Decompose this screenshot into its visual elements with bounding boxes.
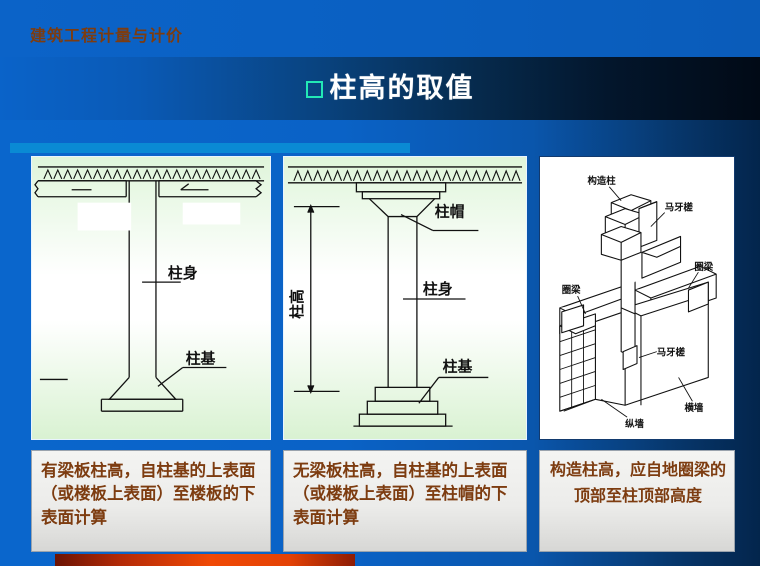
label-transverse-wall: 横墙 [685, 402, 704, 414]
label-toothed-joint-top: 马牙槎 [665, 202, 694, 214]
square-bullet-icon [305, 81, 323, 98]
bottom-accent-bar [55, 554, 355, 566]
flat-slab-column-drawing: 柱帽 柱身 柱基 柱高 [288, 166, 523, 427]
caption-structural-column: 构造柱高，应自地圈梁的顶部至柱顶部高度 [539, 450, 735, 552]
panel-beam-slab-column: 柱身 柱基 [31, 156, 271, 440]
structural-column-axonometric-drawing: 构造柱 马牙槎 圈梁 圈梁 马牙槎 横墙 纵墙 [559, 175, 717, 430]
label-column-height-dimension: 柱高 [288, 289, 306, 319]
accent-bar [10, 143, 410, 153]
label-toothed-joint-mid: 马牙槎 [657, 347, 686, 359]
label-column-base: 柱基 [186, 350, 216, 368]
caption-flat-slab-column: 无梁板柱高，自柱基的上表面（或楼板上表面）至柱帽的下表面计算 [283, 450, 527, 552]
label-column-body: 柱身 [168, 264, 198, 282]
beam-slab-column-drawing: 柱身 柱基 [34, 166, 265, 412]
label-longitudinal-wall: 纵墙 [625, 418, 644, 430]
label-ring-beam-right: 圈梁 [694, 261, 713, 273]
panel-flat-slab-column: 柱帽 柱身 柱基 柱高 [283, 156, 527, 440]
top-band [0, 0, 760, 57]
main-title-row: 柱高的取值 [0, 57, 760, 120]
label-column-cap: 柱帽 [435, 203, 465, 221]
header-title: 建筑工程计量与计价 [30, 28, 184, 45]
label-column-base-2: 柱基 [443, 357, 473, 375]
label-structural-column: 构造柱 [588, 175, 617, 187]
figure-panels: 柱身 柱基 [0, 156, 760, 442]
page-title: 柱高的取值 [329, 73, 475, 103]
caption-beam-slab-column: 有梁板柱高，自柱基的上表面（或楼板上表面）至楼板的下表面计算 [31, 450, 271, 552]
label-column-body-2: 柱身 [423, 280, 453, 298]
caption-row: 有梁板柱高，自柱基的上表面（或楼板上表面）至楼板的下表面计算 无梁板柱高，自柱基… [0, 450, 760, 554]
label-ring-beam-left: 圈梁 [562, 284, 581, 296]
title-band [0, 57, 760, 120]
panel-structural-column: 构造柱 马牙槎 圈梁 圈梁 马牙槎 横墙 纵墙 [539, 156, 735, 440]
